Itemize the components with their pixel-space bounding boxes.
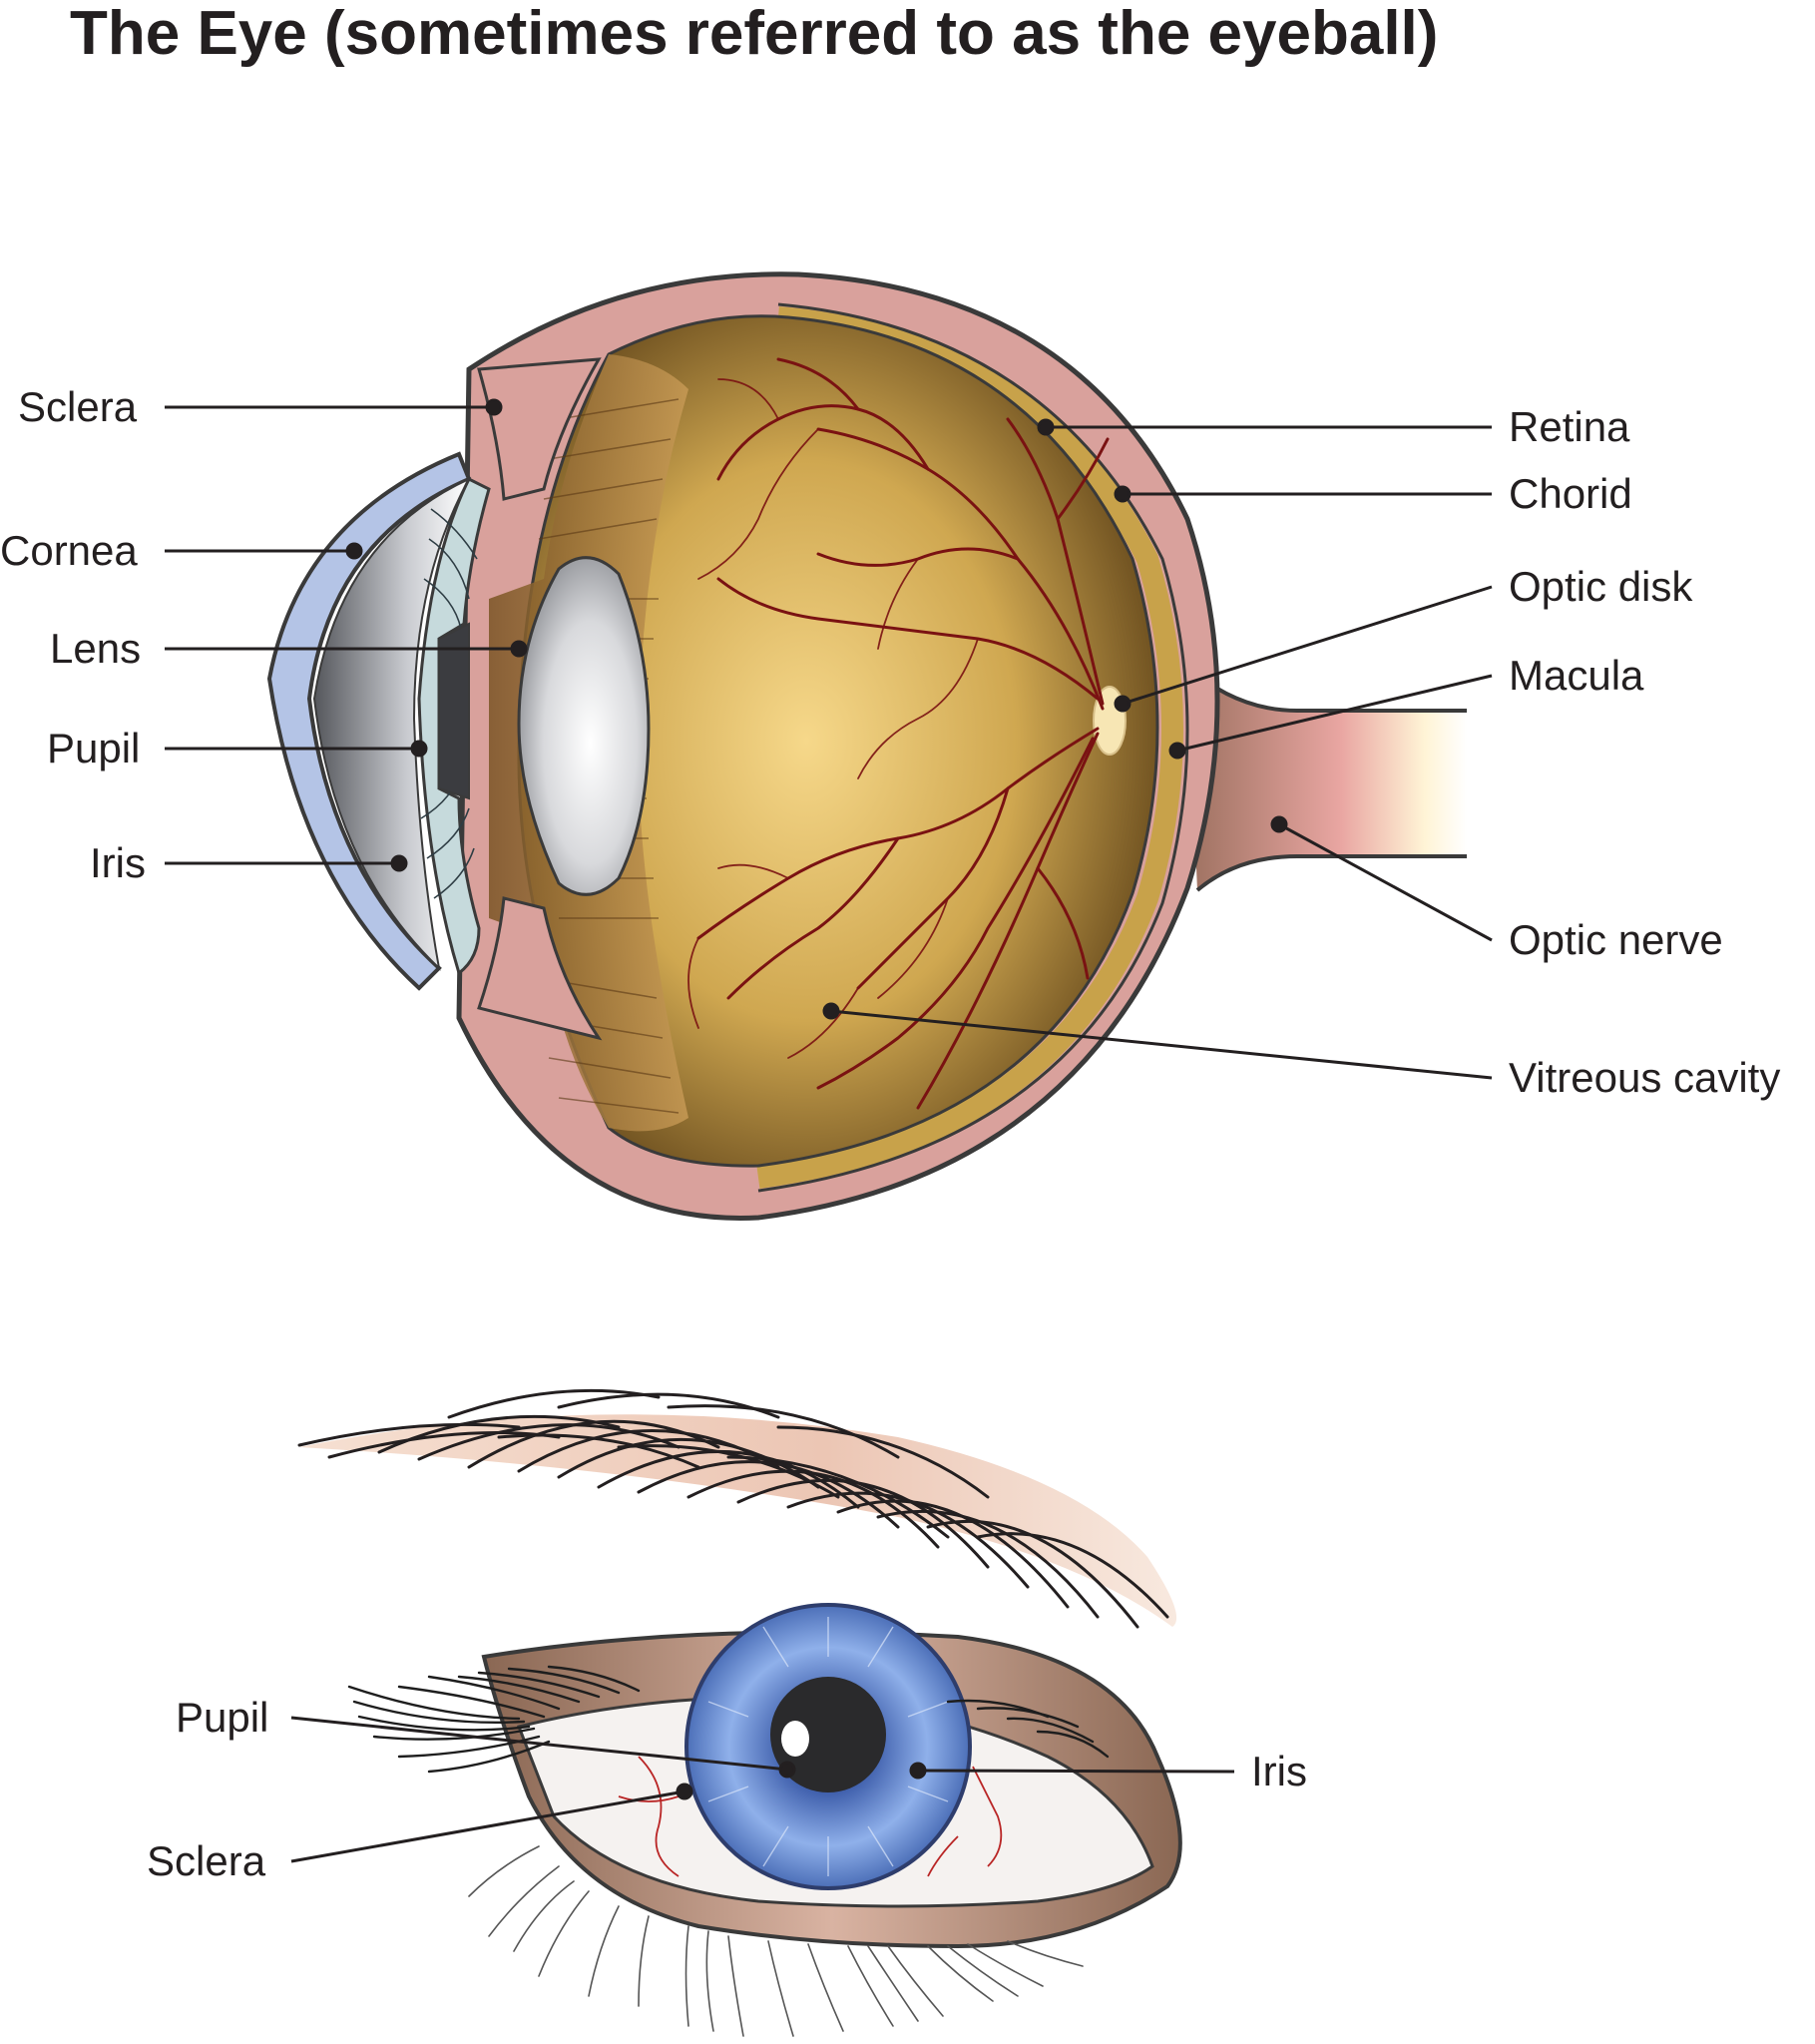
- label-chorid: Chorid: [1509, 470, 1632, 517]
- upper-eyelashes: [347, 1665, 1110, 1774]
- label-external-iris: Iris: [1251, 1748, 1307, 1794]
- label-macula: Macula: [1509, 652, 1644, 699]
- retinal-vessels: [696, 357, 1110, 1110]
- label-sclera: Sclera: [18, 383, 138, 430]
- pupil-shape: [438, 622, 470, 800]
- lens-shape: [517, 556, 651, 896]
- cornea-shape: [266, 451, 472, 991]
- iris-streaks: [707, 1617, 949, 1876]
- label-iris: Iris: [90, 839, 146, 886]
- label-pupil: Pupil: [47, 725, 140, 771]
- label-external-sclera: Sclera: [147, 1837, 266, 1884]
- label-vitreous-cavity: Vitreous cavity: [1509, 1054, 1780, 1101]
- label-optic-disk: Optic disk: [1509, 563, 1693, 610]
- label-optic-nerve: Optic nerve: [1509, 916, 1723, 963]
- eyeball-cross-section: [165, 271, 1493, 1221]
- lower-eyelashes: [468, 1845, 1084, 2037]
- optic-nerve-shape: [1187, 667, 1467, 890]
- choroid-layer: [756, 306, 1183, 1189]
- iris-shape: [417, 476, 491, 976]
- external-pupil: [770, 1677, 886, 1792]
- anterior-chamber: [312, 476, 472, 971]
- label-external-pupil: Pupil: [176, 1694, 268, 1741]
- label-lens: Lens: [50, 625, 141, 672]
- external-eye: [290, 1388, 1235, 2037]
- cross-section-leaders: [165, 398, 1493, 1080]
- external-eye-leaders: [290, 1716, 1235, 1863]
- label-cornea: Cornea: [0, 527, 138, 574]
- pupil-highlight: [781, 1721, 809, 1757]
- eyebrow-hairs: [297, 1388, 1169, 1629]
- page-title: The Eye (sometimes referred to as the ey…: [70, 0, 1439, 68]
- eyebrow-skin: [299, 1414, 1177, 1627]
- label-retina: Retina: [1509, 403, 1630, 450]
- sclera-vessels: [618, 1756, 1003, 1877]
